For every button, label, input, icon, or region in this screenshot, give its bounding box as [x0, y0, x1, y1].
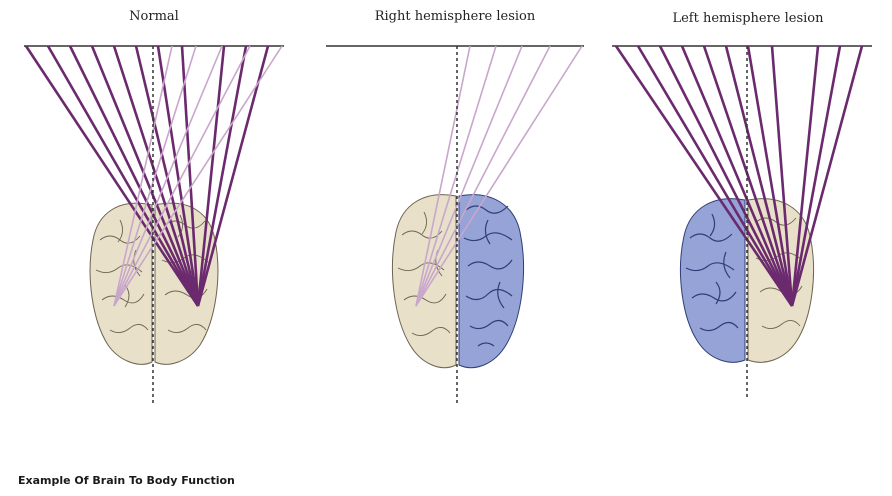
brain-right-lesioned-half [459, 195, 524, 368]
panel-right-hemisphere-lesion [326, 46, 584, 405]
panel-normal [24, 46, 284, 405]
figure-caption: Example Of Brain To Body Function [18, 474, 235, 487]
panel-left-hemisphere-lesion [612, 46, 872, 400]
